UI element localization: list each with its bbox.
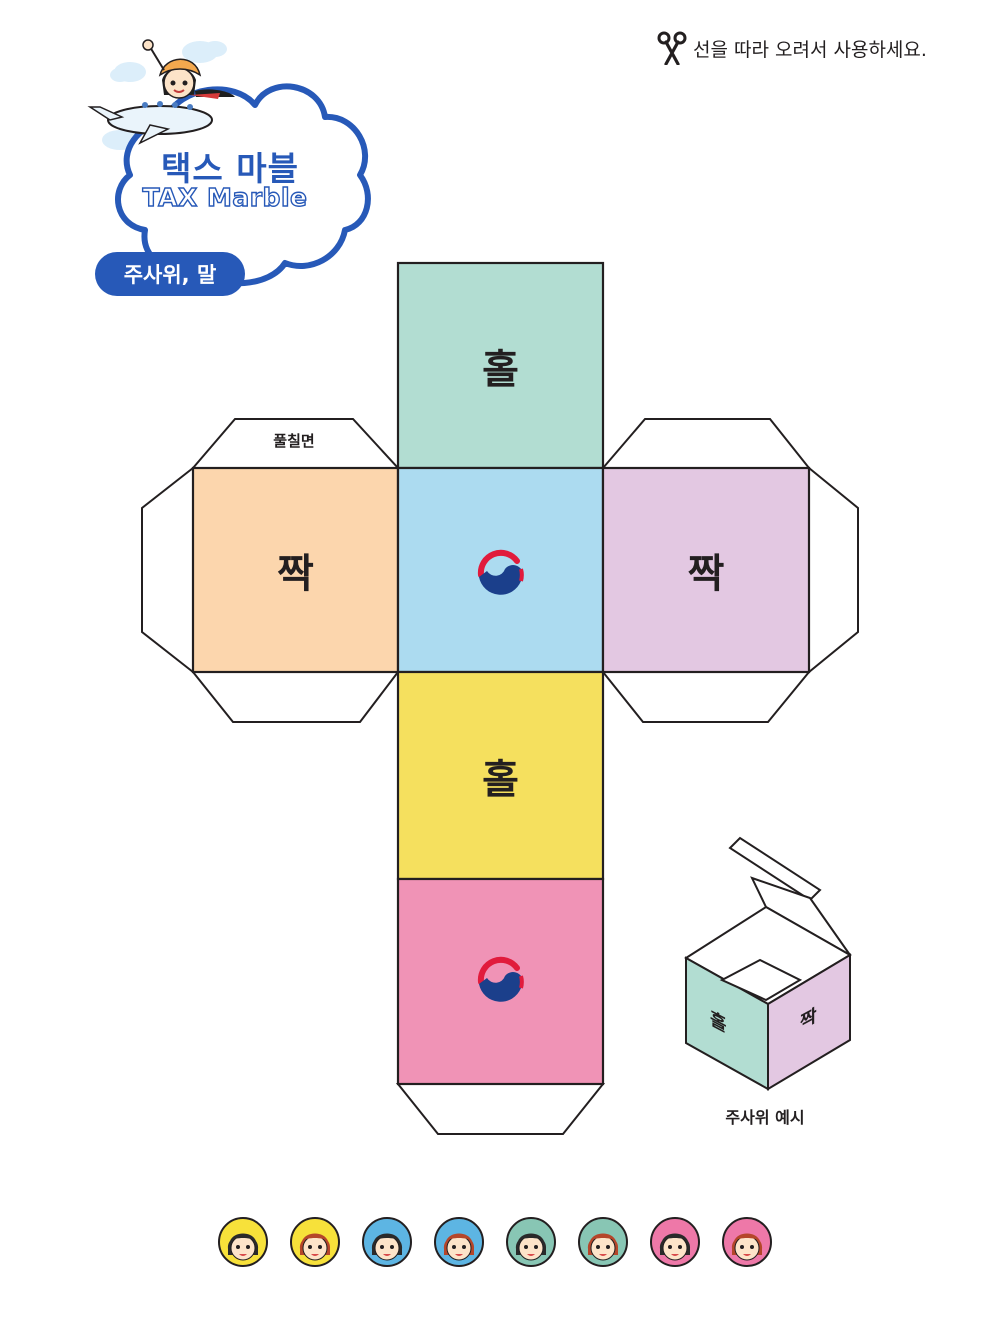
player-token[interactable] — [434, 1217, 484, 1267]
glue-flap-right — [808, 465, 859, 675]
example-face-right — [767, 953, 851, 1091]
cloud-logo — [87, 39, 371, 287]
taegeuk-emblem-icon — [477, 956, 524, 1002]
face-lower-label: 홀 — [482, 756, 519, 803]
scissors-icon — [657, 31, 687, 65]
player-token[interactable] — [506, 1217, 556, 1267]
cut-instruction: 선을 따라 오려서 사용하세요. — [657, 28, 957, 68]
face-top-label: 홀 — [482, 346, 519, 393]
title-korean: 택스 마블 — [161, 149, 299, 188]
face-top — [396, 261, 605, 470]
player-face-icon — [227, 1233, 259, 1261]
face-lower — [396, 670, 605, 881]
player-face-icon — [515, 1233, 547, 1261]
glue-flap-bottom-right — [600, 671, 812, 723]
face-left-label: 짝 — [277, 551, 314, 597]
player-face-icon — [731, 1233, 763, 1261]
example-dice-drawing — [684, 836, 852, 1091]
glue-flap-bottom-left — [190, 671, 401, 723]
glue-flap-bottom — [395, 1083, 606, 1135]
player-token[interactable] — [290, 1217, 340, 1267]
glue-label: 풀칠면 — [273, 432, 315, 450]
title-english: TAX Marble — [142, 182, 308, 212]
face-left — [191, 466, 400, 674]
player-token[interactable] — [218, 1217, 268, 1267]
section-label: 주사위, 말 — [95, 252, 245, 296]
player-token[interactable] — [362, 1217, 412, 1267]
face-right — [601, 466, 811, 674]
player-token[interactable] — [578, 1217, 628, 1267]
player-token[interactable] — [650, 1217, 700, 1267]
glue-flap-top-right — [600, 418, 812, 469]
player-face-icon — [371, 1233, 403, 1261]
face-center — [396, 466, 605, 674]
example-label: 주사위 예시 — [725, 1108, 805, 1127]
mascot-airplane-icon — [87, 39, 235, 145]
player-token[interactable] — [722, 1217, 772, 1267]
glue-flap-left — [141, 465, 194, 675]
player-face-icon — [443, 1233, 475, 1261]
player-face-icon — [587, 1233, 619, 1261]
example-lid-tab — [728, 836, 822, 902]
player-face-icon — [299, 1233, 331, 1261]
player-face-icon — [659, 1233, 691, 1261]
taegeuk-emblem-icon — [477, 549, 524, 595]
face-right-label: 짝 — [687, 551, 725, 597]
instruction-text: 선을 따라 오려서 사용하세요. — [693, 38, 927, 61]
